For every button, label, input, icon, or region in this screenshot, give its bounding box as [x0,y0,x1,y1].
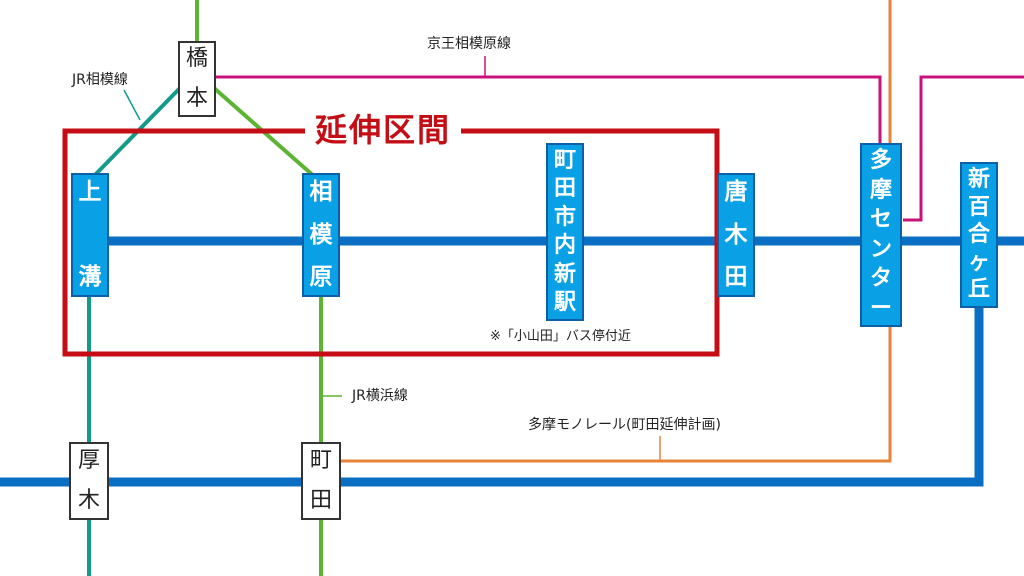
monorail-plan-label: 多摩モノレール(町田延伸計画) [528,417,721,433]
station-char: 相 [309,179,333,205]
station-char: 新 [967,167,990,192]
station-char: 市 [553,204,576,230]
station-sagamihara[interactable]: 相 模 原 [302,173,340,297]
station-char: 田 [553,176,576,202]
station-kamimizo[interactable]: 上 溝 [71,173,109,297]
station-char: 摩 [869,177,892,203]
keio-sagamihara-line [214,75,882,145]
jr-yokohama-line-label: JR横浜線 [352,388,408,404]
station-karakida[interactable]: 唐 木 田 [717,173,755,297]
station-char: 町 [309,448,332,473]
monorail-plan-line [340,326,892,463]
station-char: タ [869,266,892,292]
jr-sagami-line-label: JR相模線 [72,72,128,88]
station-char: 合 [967,222,990,247]
station-char: 木 [77,488,100,513]
keio-sagamihara-line-east [903,75,1024,222]
station-char: 田 [309,488,332,513]
station-char: 模 [309,221,333,248]
station-char: ヶ [967,249,990,275]
bus-stop-note: ※「小山田」バス停付近 [490,329,631,344]
station-char: 内 [553,233,576,259]
station-char: 田 [724,264,748,290]
station-hashimoto[interactable]: 橋 本 [178,41,216,117]
station-char: ン [869,236,892,262]
station-char: 丘 [967,277,990,302]
station-shinyurigaoka[interactable]: 新 百 合 ヶ 丘 [960,162,998,308]
keio-sagamihara-line-label: 京王相模原線 [427,36,511,52]
station-char: 本 [185,86,208,111]
station-machida[interactable]: 町 田 [301,442,341,520]
station-tama-center[interactable]: 多 摩 セ ン タ ー [860,143,902,327]
station-char: ー [869,295,892,321]
station-char: 木 [724,221,748,248]
station-char: セ [869,207,892,233]
extension-section-title: 延伸区間 [305,112,462,148]
station-char: 多 [869,148,892,173]
station-char: 橋 [185,46,208,71]
station-char: 厚 [77,448,100,473]
station-char: 唐 [724,179,748,205]
station-char: 原 [309,264,333,290]
station-char: 百 [967,194,990,220]
jr-sagami-leader [123,89,141,121]
station-char: 駅 [553,289,576,315]
station-char: 溝 [78,264,102,290]
station-char: 上 [78,179,102,205]
station-char: 町 [553,148,576,173]
station-char: 新 [553,261,576,287]
station-atsugi[interactable]: 厚 木 [69,442,109,520]
station-machida-new[interactable]: 町 田 市 内 新 駅 [546,143,584,321]
